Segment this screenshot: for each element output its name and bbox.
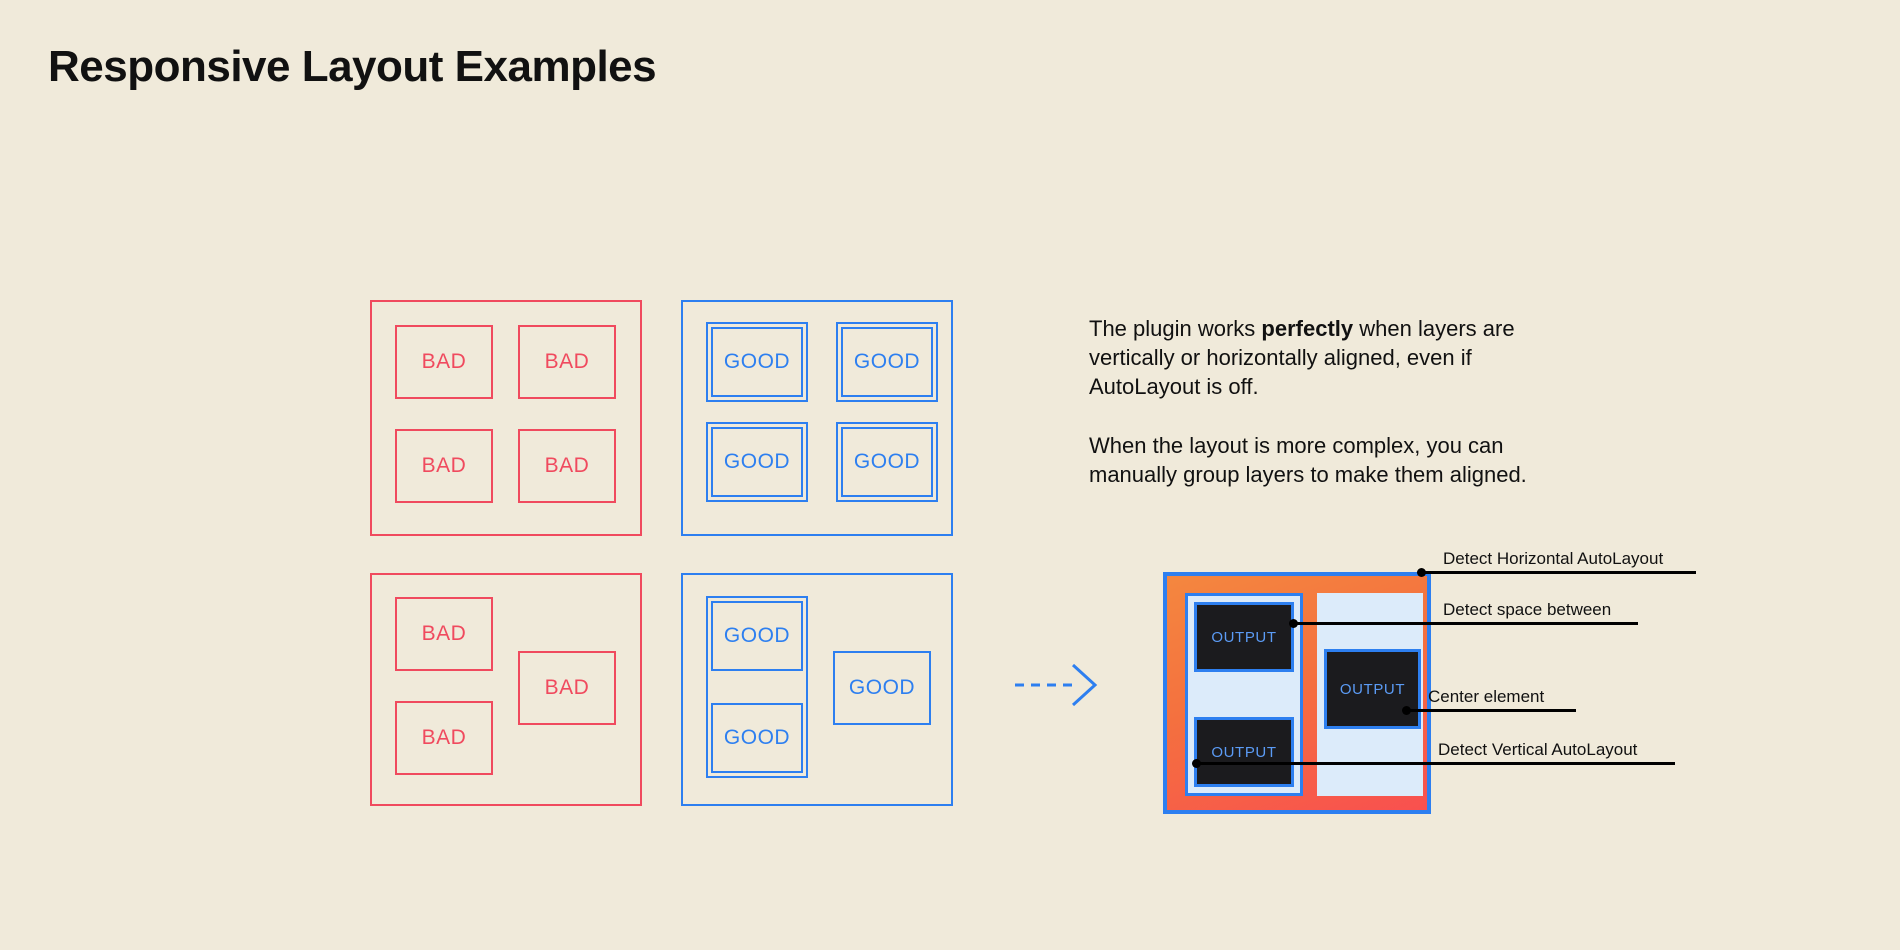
copy-p1-part2: when layers are vertically or horizontal… [1089, 316, 1515, 399]
callout-label: Center element [1428, 687, 1545, 706]
callout-label: Detect space between [1443, 600, 1612, 619]
dashed-arrow-right-icon [1015, 660, 1105, 715]
good-cell: GOOD [711, 327, 803, 397]
copy-p1-emphasis: perfectly [1261, 316, 1354, 341]
good-cell: GOOD [841, 327, 933, 397]
good-cell: GOOD [833, 651, 931, 725]
good-group-ring [836, 322, 938, 402]
callout-rule [1293, 622, 1638, 625]
bad-cell: BAD [518, 429, 616, 503]
callout-center-element: Center element [1402, 687, 1576, 715]
bad-cell: BAD [518, 651, 616, 725]
good-group-ring [706, 596, 808, 778]
callout-rule [1196, 762, 1675, 765]
good-cell: GOOD [711, 427, 803, 497]
bad-cell: BAD [518, 325, 616, 399]
bad-cell: BAD [395, 597, 493, 671]
good-cell: GOOD [711, 703, 803, 773]
good-group-ring [706, 322, 808, 402]
paragraph-plugin-works: The plugin works perfectly when layers a… [1089, 314, 1559, 401]
copy-p1-part1: The plugin works [1089, 316, 1262, 341]
callout-detect-vertical-autolayout: Detect Vertical AutoLayout [1192, 740, 1675, 768]
good-cell: GOOD [711, 601, 803, 671]
callout-rule [1421, 571, 1696, 574]
good-group-ring [706, 422, 808, 502]
callout-label: Detect Horizontal AutoLayout [1443, 549, 1664, 568]
good-cell: GOOD [841, 427, 933, 497]
example-complex-good-frame [681, 573, 953, 806]
paragraph-complex-layout: When the layout is more complex, you can… [1089, 433, 1527, 487]
output-box: OUTPUT [1194, 717, 1294, 787]
bad-cell: BAD [395, 429, 493, 503]
bad-cell: BAD [395, 325, 493, 399]
callout-detect-horizontal-autolayout: Detect Horizontal AutoLayout [1417, 549, 1696, 577]
good-group-ring [836, 422, 938, 502]
page-title: Responsive Layout Examples [48, 42, 657, 91]
callout-detect-space-between: Detect space between [1289, 600, 1638, 628]
example-grid-bad-frame [370, 300, 642, 536]
bad-cell: BAD [395, 701, 493, 775]
callout-rule [1406, 709, 1576, 712]
output-box: OUTPUT [1324, 649, 1421, 729]
callout-label: Detect Vertical AutoLayout [1438, 740, 1638, 759]
example-complex-bad-frame [370, 573, 642, 806]
example-grid-good-frame [681, 300, 953, 536]
output-box: OUTPUT [1194, 602, 1294, 672]
